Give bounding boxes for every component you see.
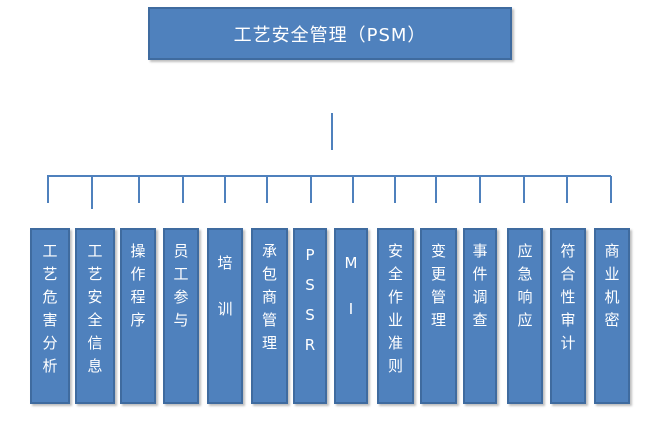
child-drop-line bbox=[310, 176, 312, 203]
child-node: 工艺安全信息 bbox=[75, 228, 115, 404]
child-node: 操作程序 bbox=[120, 228, 156, 404]
child-node: 变更管理 bbox=[420, 228, 457, 404]
child-node: 承包商管理 bbox=[251, 228, 288, 404]
child-drop-line bbox=[566, 176, 568, 203]
child-drop-line bbox=[182, 176, 184, 203]
root-stem-line bbox=[331, 113, 333, 150]
child-node: 符合性审计 bbox=[550, 228, 586, 404]
child-node-label: 安全作业准则 bbox=[387, 242, 403, 375]
root-node-label: 工艺安全管理（PSM） bbox=[233, 24, 427, 46]
child-drop-line bbox=[435, 176, 437, 203]
child-node-label: 培训 bbox=[217, 254, 233, 318]
child-drop-line bbox=[352, 176, 354, 203]
child-node-label: 操作程序 bbox=[130, 242, 146, 329]
child-drop-line bbox=[266, 176, 268, 203]
child-node: 安全作业准则 bbox=[377, 228, 414, 404]
child-drop-line bbox=[47, 176, 49, 203]
child-node-label: 变更管理 bbox=[430, 242, 446, 329]
child-node-label: 应急响应 bbox=[517, 242, 533, 329]
child-node: 商业机密 bbox=[594, 228, 630, 404]
child-drop-line bbox=[479, 176, 481, 203]
child-drop-line bbox=[394, 176, 396, 203]
child-node-label: 工艺安全信息 bbox=[87, 242, 103, 375]
child-node-label: 员工参与 bbox=[173, 242, 189, 329]
child-drop-line bbox=[224, 176, 226, 203]
child-node-label: 事件调查 bbox=[472, 242, 488, 329]
child-drop-line bbox=[138, 176, 140, 203]
child-drop-line bbox=[523, 176, 525, 203]
child-node: 应急响应 bbox=[507, 228, 543, 404]
child-node: 培训 bbox=[207, 228, 243, 404]
horizontal-bus-line bbox=[47, 175, 611, 177]
child-node: 事件调查 bbox=[463, 228, 497, 404]
child-node: 工艺危害分析 bbox=[30, 228, 70, 404]
child-drop-line bbox=[610, 176, 612, 203]
child-node-label: 符合性审计 bbox=[560, 242, 576, 352]
root-node: 工艺安全管理（PSM） bbox=[148, 7, 512, 60]
child-node: 员工参与 bbox=[163, 228, 199, 404]
child-node-label: 商业机密 bbox=[604, 242, 620, 329]
child-node-label: 承包商管理 bbox=[261, 242, 277, 352]
child-node-label: 工艺危害分析 bbox=[42, 242, 58, 375]
child-drop-line bbox=[91, 176, 93, 209]
